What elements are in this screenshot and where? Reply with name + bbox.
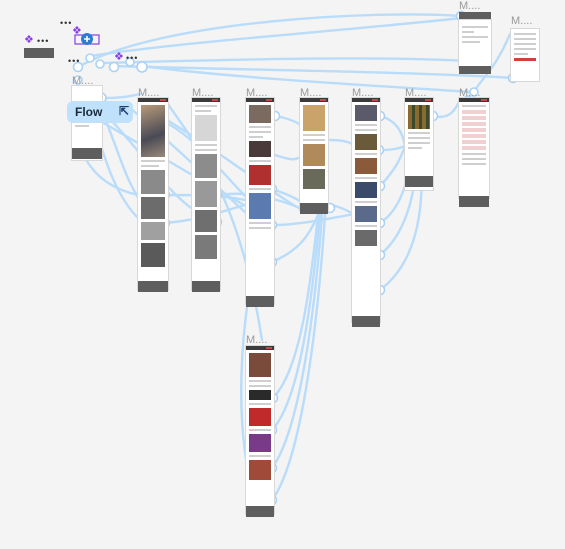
frame-d[interactable] <box>246 98 274 304</box>
frame-title: M.... <box>72 75 94 87</box>
component-menu-dots[interactable]: ••• <box>37 36 50 46</box>
component-menu-dots[interactable]: ••• <box>68 56 81 66</box>
frame-c-toolbar <box>192 281 220 292</box>
frame-title: M.... <box>511 15 533 27</box>
frame-title: M.... <box>459 0 481 12</box>
frame-k[interactable] <box>246 346 274 514</box>
frame-title: M.... <box>459 87 481 99</box>
flow-icon: ⇱ <box>119 104 130 118</box>
component-menu-dots[interactable]: ••• <box>126 53 139 63</box>
frame-title: M.... <box>405 87 427 99</box>
frame-f-toolbar <box>352 316 380 327</box>
frame-j[interactable] <box>511 29 539 81</box>
component-icon[interactable]: ❖ <box>114 50 124 63</box>
frame-title: M.... <box>246 334 268 346</box>
frame-title: M.... <box>138 87 160 99</box>
component-menu-dots[interactable]: ••• <box>60 18 73 28</box>
plus-circle-icon[interactable] <box>74 32 100 46</box>
frame-d-toolbar <box>246 296 274 307</box>
frame-g-toolbar <box>405 176 433 187</box>
frame-i-footer <box>459 66 491 74</box>
component-icon[interactable]: ❖ <box>72 24 82 37</box>
frame-e[interactable] <box>300 98 328 210</box>
frame-title: M.... <box>192 87 214 99</box>
frame-i[interactable] <box>459 20 491 68</box>
frame-e-toolbar <box>300 203 328 214</box>
flow-starting-point[interactable]: Flow ⇱ <box>67 101 133 123</box>
frame-title: M.... <box>352 87 374 99</box>
frame-k-toolbar <box>246 506 274 517</box>
frame-b-toolbar <box>138 281 168 292</box>
component-toolbar <box>24 48 54 58</box>
frame-title: M.... <box>246 87 268 99</box>
frame-a-toolbar <box>72 148 102 159</box>
component-icon[interactable]: ❖ <box>24 33 34 46</box>
frame-f[interactable] <box>352 98 380 322</box>
flow-label: Flow <box>75 105 103 119</box>
frame-h-toolbar <box>459 196 489 207</box>
frame-a[interactable] <box>72 86 102 160</box>
frame-c[interactable] <box>192 98 220 290</box>
frame-g[interactable] <box>405 98 433 190</box>
frame-b[interactable] <box>138 98 168 290</box>
frame-title: M.... <box>300 87 322 99</box>
frame-i-toolbar <box>459 12 491 19</box>
frame-h[interactable] <box>459 98 489 198</box>
